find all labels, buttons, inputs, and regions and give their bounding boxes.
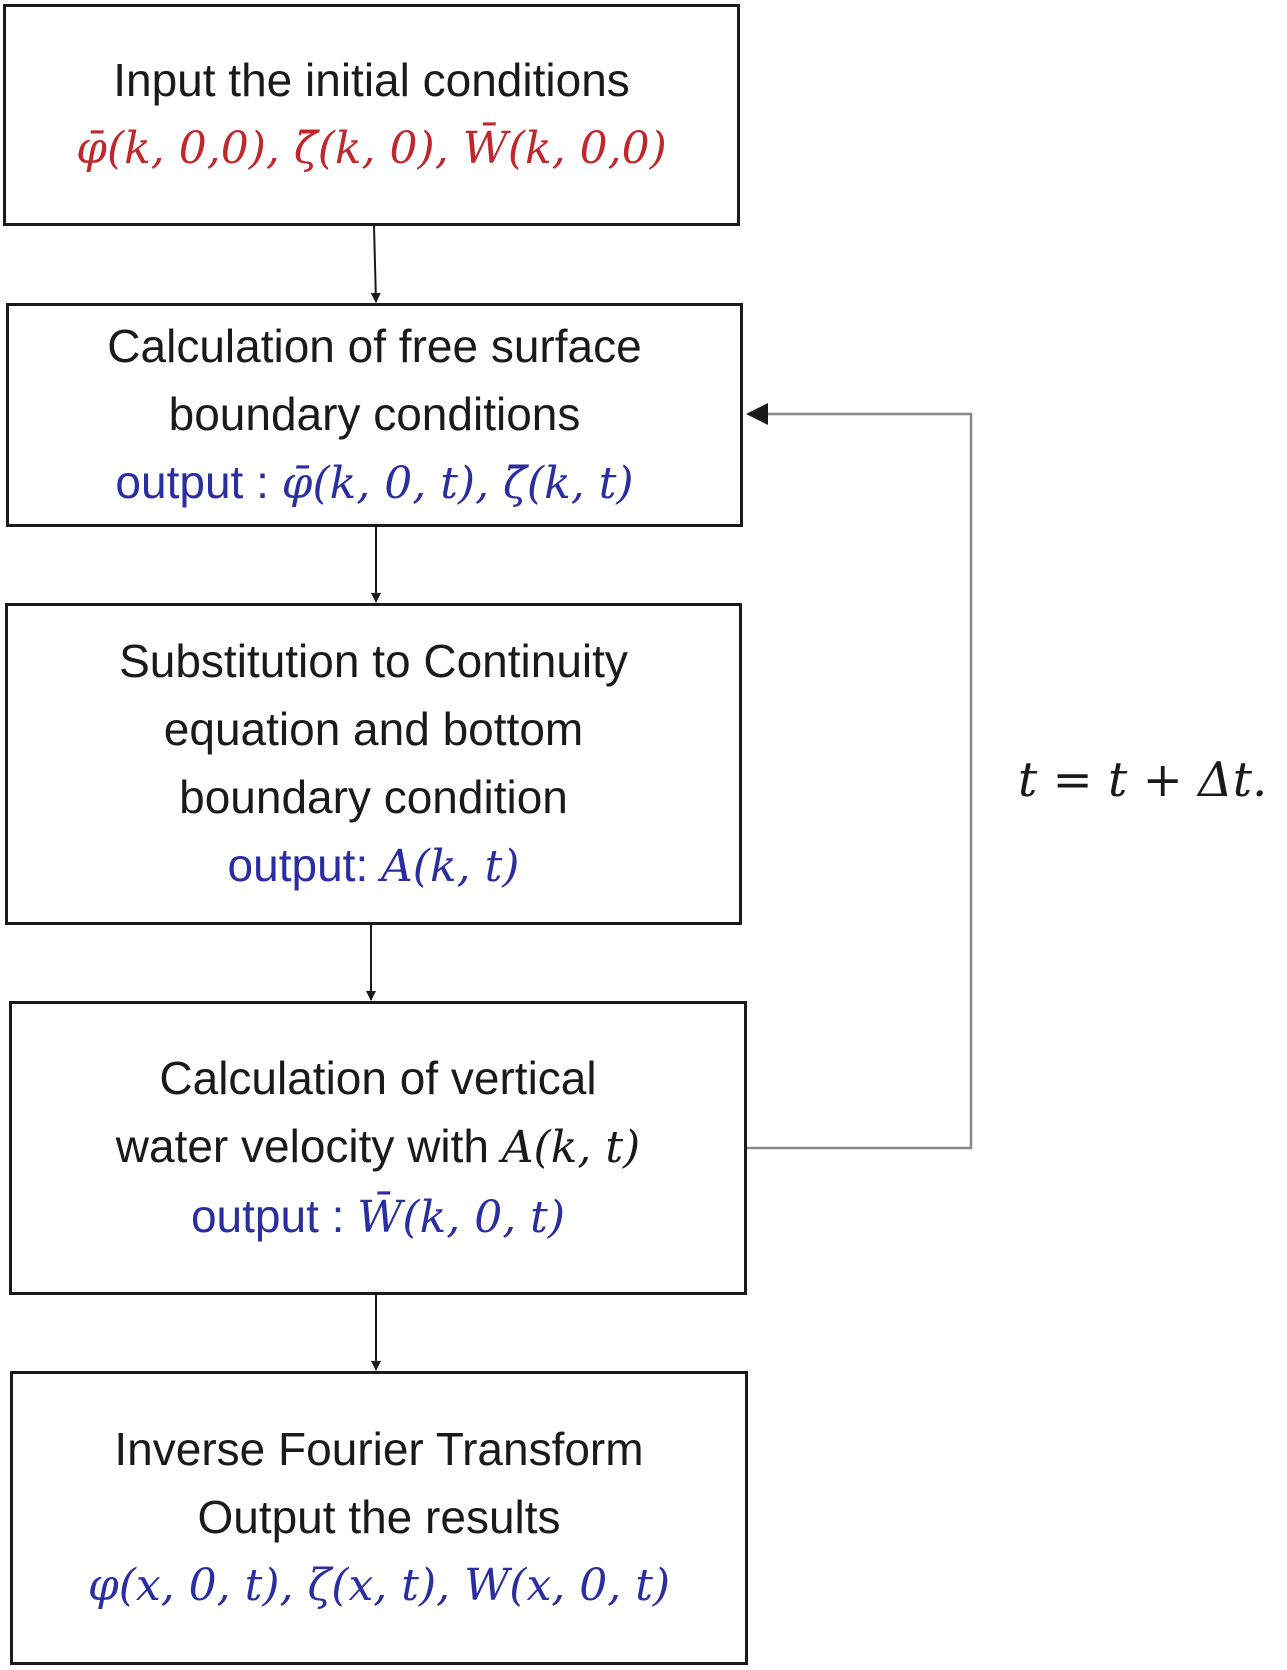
step-4-output-math: W̄(k, 0, t) <box>357 1192 566 1243</box>
time-step-label: t = t + Δt. <box>1018 752 1268 808</box>
step-4-output: output : W̄(k, 0, t) <box>191 1182 565 1252</box>
step-4-line2-math: A(k, t) <box>501 1122 641 1173</box>
step-4-output-label: output : <box>190 1190 358 1242</box>
loop-arrowhead <box>746 403 768 425</box>
step-3-output: output: A(k, t) <box>228 831 520 901</box>
step-1-title: Input the initial conditions <box>113 54 630 106</box>
step-2-output-label: output : <box>115 456 282 508</box>
step-1-math: φ̄(k, 0,0), ζ̄(k, 0), W̄(k, 0,0) <box>76 123 667 174</box>
step-4-line2: water velocity with A(k, t) <box>116 1112 640 1182</box>
step-free-surface-bc: Calculation of free surface boundary con… <box>6 303 743 527</box>
step-5-math: φ(x, 0, t), ζ(x, t), W(x, 0, t) <box>87 1560 671 1611</box>
step-2-line2: boundary conditions <box>168 388 581 440</box>
step-vertical-velocity: Calculation of vertical water velocity w… <box>9 1001 747 1295</box>
step-5-line2: Output the results <box>197 1491 561 1543</box>
step-5-line1: Inverse Fourier Transform <box>114 1423 644 1475</box>
step-4-line2-text: water velocity with <box>115 1120 502 1172</box>
arrow-1-to-2 <box>370 225 381 303</box>
step-3-output-math: A(k, t) <box>381 841 520 892</box>
step-initial-conditions: Input the initial conditions φ̄(k, 0,0),… <box>3 4 740 226</box>
step-2-output-math: φ̄(k, 0, t), ζ̄(k, t) <box>281 458 634 509</box>
step-continuity-substitution: Substitution to Continuity equation and … <box>5 603 742 925</box>
step-2-line1: Calculation of free surface <box>107 320 642 372</box>
step-3-line3: boundary condition <box>179 771 568 823</box>
loop-line <box>747 412 973 1150</box>
step-3-line1: Substitution to Continuity <box>119 635 628 687</box>
step-inverse-fourier: Inverse Fourier Transform Output the res… <box>10 1371 748 1665</box>
step-2-output: output : φ̄(k, 0, t), ζ̄(k, t) <box>115 448 633 518</box>
step-4-line1: Calculation of vertical <box>159 1052 597 1104</box>
step-3-line2: equation and bottom <box>163 703 584 755</box>
step-3-output-label: output: <box>227 839 381 891</box>
